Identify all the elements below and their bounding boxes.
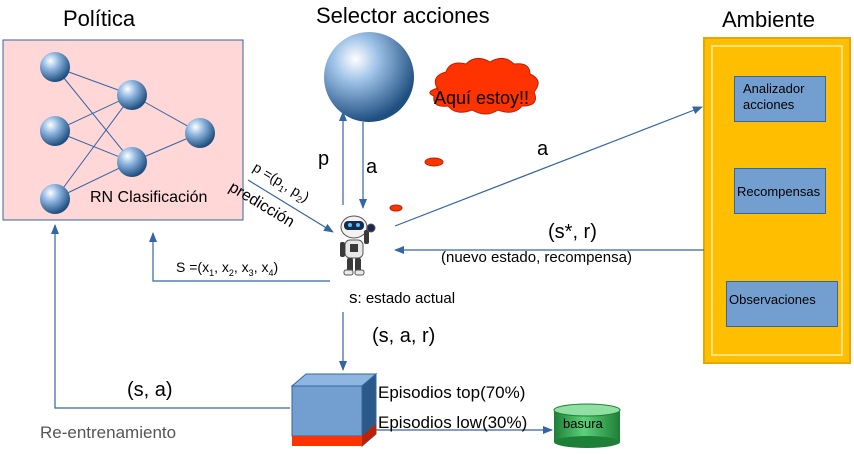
label-a-env: a (537, 138, 549, 160)
network-node (40, 184, 70, 214)
politica-title: Política (63, 6, 136, 31)
network-node (117, 147, 147, 177)
episodes-cube (290, 372, 378, 448)
estado-actual-text: : estado actual (357, 290, 456, 307)
label-sar: (s, a, r) (372, 325, 436, 347)
arrow-state (149, 232, 330, 282)
label-a-down: a (366, 156, 378, 178)
robot-icon (340, 215, 376, 276)
basura-cylinder (553, 403, 621, 448)
arrow-retrain (51, 224, 290, 409)
network-node (117, 80, 147, 110)
network-node (40, 116, 70, 146)
label-s-star-r: (s*, r) (548, 221, 597, 243)
speech-cloud (429, 58, 539, 115)
label-reentrenamiento: Re-entrenamiento (40, 423, 177, 442)
label-p: p (318, 148, 330, 170)
cloud-dot (389, 204, 403, 212)
network-label: RN Clasificación (90, 189, 208, 206)
ambiente-inner (711, 45, 843, 356)
box-recompensas: Recompensas (734, 168, 826, 214)
box-observaciones: Observaciones (726, 281, 838, 327)
label-basura: basura (563, 416, 603, 431)
label-episodios-low: Episodios low(30%) (378, 413, 528, 432)
selector-sphere (324, 32, 414, 122)
label-episodios-top: Episodios top(70%) (378, 383, 526, 402)
bubble-text: Aquí estoy!! (434, 88, 530, 108)
label-nuevo-estado: (nuevo estado, recompensa) (441, 249, 632, 266)
box-analizador: Analizador acciones (734, 76, 826, 122)
arrow-a-env (394, 106, 703, 227)
cloud-dot (424, 157, 444, 167)
selector-title: Selector acciones (316, 3, 490, 28)
arrow-prediction (247, 179, 334, 233)
ambiente-title: Ambiente (722, 7, 815, 32)
estado-actual-s: s (349, 288, 358, 307)
network-node (185, 118, 215, 148)
state-vector-label: S =(x1, x2, x3, x4) (176, 259, 278, 278)
network-node (40, 52, 70, 82)
estado-actual: s: estado actual (349, 288, 455, 308)
label-sa: (s, a) (127, 379, 173, 401)
